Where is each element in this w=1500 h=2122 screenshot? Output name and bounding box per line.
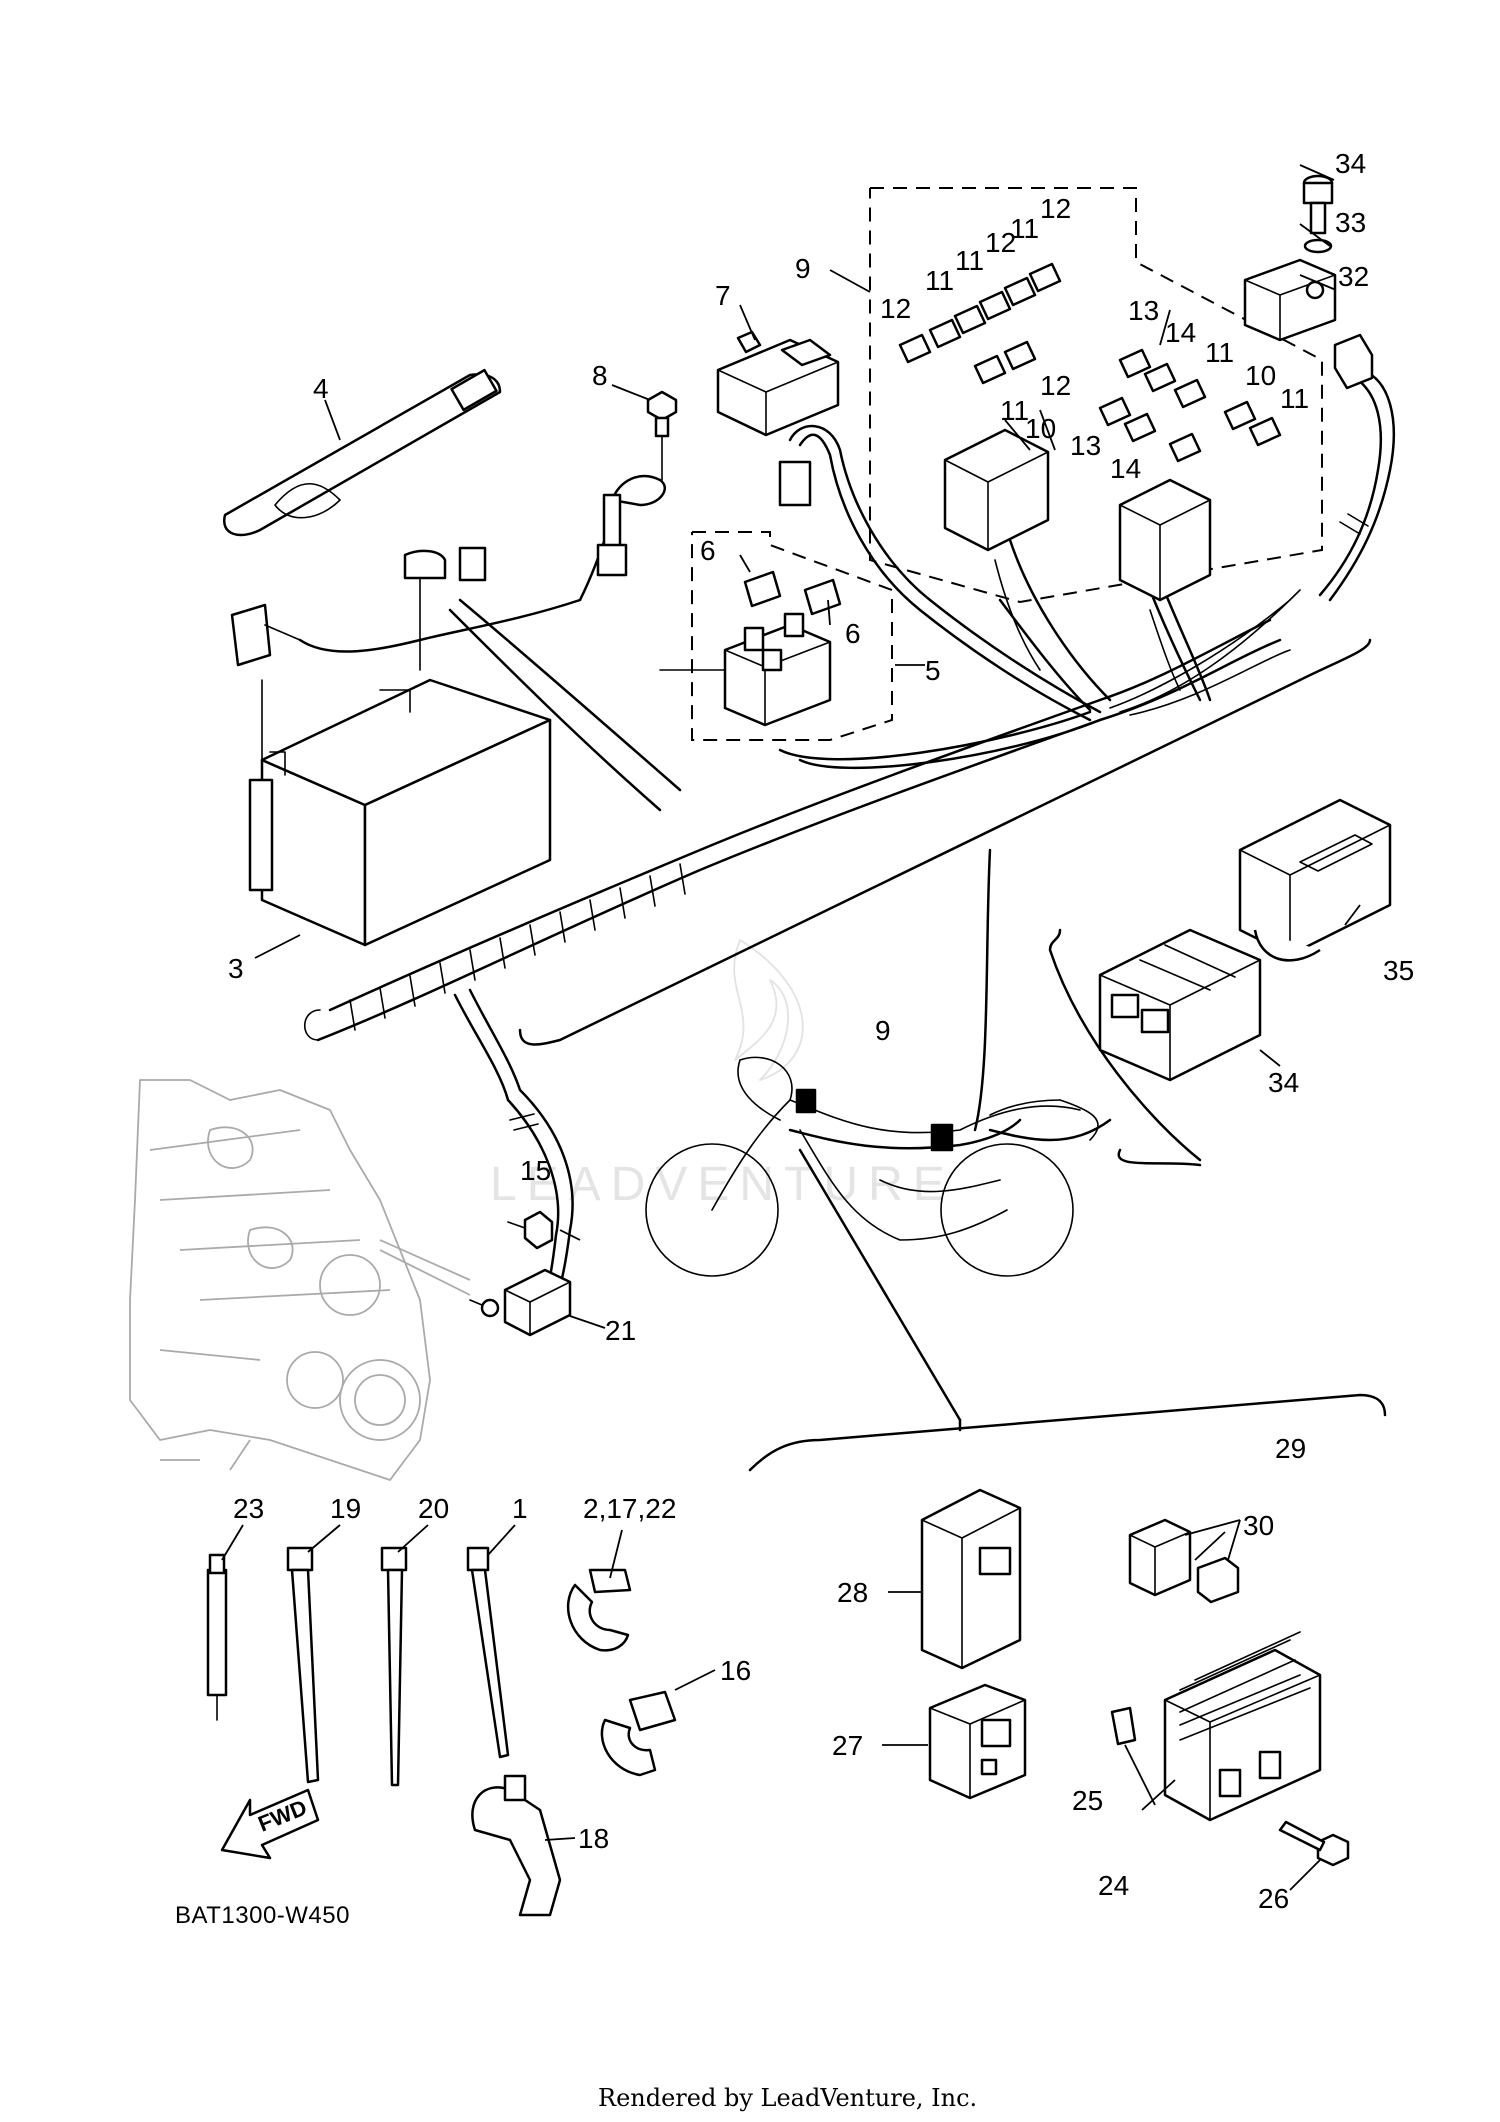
callout-27: 27: [832, 1730, 863, 1761]
callout-29: 29: [1275, 1433, 1306, 1464]
bolt-26: [1278, 1820, 1350, 1867]
callout-15: 15: [520, 1155, 551, 1186]
callout-5: 5: [925, 655, 941, 686]
callout-1: 1: [512, 1493, 528, 1524]
callout-11-d: 11: [1205, 337, 1234, 368]
clamp-18: [471, 1774, 562, 1917]
cable-tie-19: [286, 1546, 320, 1784]
callout-3: 3: [228, 953, 244, 984]
fuses: [898, 262, 1282, 463]
clamp-16: [600, 1690, 677, 1777]
callout-12-b: 12: [985, 227, 1016, 258]
callout-28: 28: [837, 1577, 868, 1608]
callout-7: 7: [715, 280, 731, 311]
callout-23: 23: [233, 1493, 264, 1524]
motorcycle-silhouette: [645, 1056, 1099, 1277]
callout-11-b: 11: [955, 245, 984, 276]
callout-10-b: 10: [1025, 413, 1056, 444]
callout-leaders: [221, 164, 1361, 1891]
callout-9-mid: 9: [875, 1015, 891, 1046]
bolt-15: [507, 1210, 554, 1250]
callout-13-a: 13: [1128, 295, 1159, 326]
engine-outline: [129, 1079, 471, 1481]
diagram-code: BAT1300-W450: [175, 1902, 350, 1929]
part-23: [206, 1553, 228, 1721]
callout-30: 30: [1243, 1510, 1274, 1541]
callout-34: 34: [1268, 1067, 1299, 1098]
rectifier-24: [1163, 1631, 1322, 1822]
callout-12-c: 12: [880, 293, 911, 324]
bolt-32: [1302, 174, 1334, 235]
callout-14-a: 14: [1165, 317, 1196, 348]
callout-8: 8: [592, 360, 608, 391]
callout-24: 24: [1098, 1870, 1129, 1901]
clamp-2-17-22: [566, 1568, 632, 1652]
callout-11-c: 11: [925, 265, 954, 296]
bolt-8: [403, 390, 678, 582]
callout-20: 20: [418, 1493, 449, 1524]
render-credit: Rendered by LeadVenture, Inc.: [598, 2084, 977, 2112]
relay-27: [928, 1683, 1027, 1800]
callout-33: 33: [1335, 207, 1366, 238]
detail-leaders: [518, 638, 1387, 1472]
cable-tie-1: [466, 1546, 510, 1759]
callout-6-a: 6: [700, 535, 716, 566]
watermark-text: LEADVENTURE: [490, 1158, 955, 1211]
relay-7: [716, 330, 840, 507]
callout-25: 25: [1072, 1785, 1103, 1816]
ecu-34: [1098, 928, 1262, 1082]
callout-18: 18: [578, 1823, 609, 1854]
callout-35: 35: [1383, 955, 1414, 986]
wire-harness: [298, 368, 1396, 1302]
fwd-arrow: FWD: [220, 1788, 320, 1860]
fuse-box-9: [943, 428, 1212, 691]
cable-tie-20: [380, 1546, 408, 1787]
callout-14-b: 14: [1110, 453, 1141, 484]
battery: [230, 569, 552, 947]
connector-30: [1196, 1556, 1240, 1604]
callout-13-b: 13: [1070, 430, 1101, 461]
starter-relay-5: [659, 570, 842, 727]
callout-12-d: 12: [1040, 370, 1071, 401]
washer-33: [1303, 238, 1333, 254]
callout-32: 34: [1335, 148, 1366, 179]
watermark: LEADVENTURE: [490, 939, 955, 1211]
relay-28: [920, 1488, 1022, 1670]
connector-29: [1128, 1518, 1192, 1597]
callout-10-a: 10: [1245, 360, 1276, 391]
callout-11-a: 11: [1010, 213, 1039, 244]
callout-16: 16: [720, 1655, 751, 1686]
clip-25: [1110, 1706, 1137, 1746]
callout-19: 19: [330, 1493, 361, 1524]
callout-12-a: 12: [1040, 193, 1071, 224]
callout-2-17-22: 2,17,22: [583, 1493, 676, 1524]
callout-11-f: 11: [1000, 395, 1029, 426]
ecu-35: [1238, 798, 1392, 962]
callout-11-e: 11: [1280, 383, 1309, 414]
callout-31: 32: [1338, 261, 1369, 292]
callout-6-b: 6: [845, 618, 861, 649]
fuse-box-outline: [869, 187, 1323, 604]
callout-26: 26: [1258, 1883, 1289, 1914]
relay-group-outline: [691, 531, 893, 741]
callout-4: 4: [313, 373, 329, 404]
callout-9-top: 9: [795, 253, 811, 284]
callout-labels: 34 33 32 9 12 11 12 11 11 12 7 13 14 11 …: [228, 148, 1414, 1914]
battery-band: [223, 368, 502, 537]
sensor-21: [469, 1268, 572, 1337]
callout-21: 21: [605, 1315, 636, 1346]
